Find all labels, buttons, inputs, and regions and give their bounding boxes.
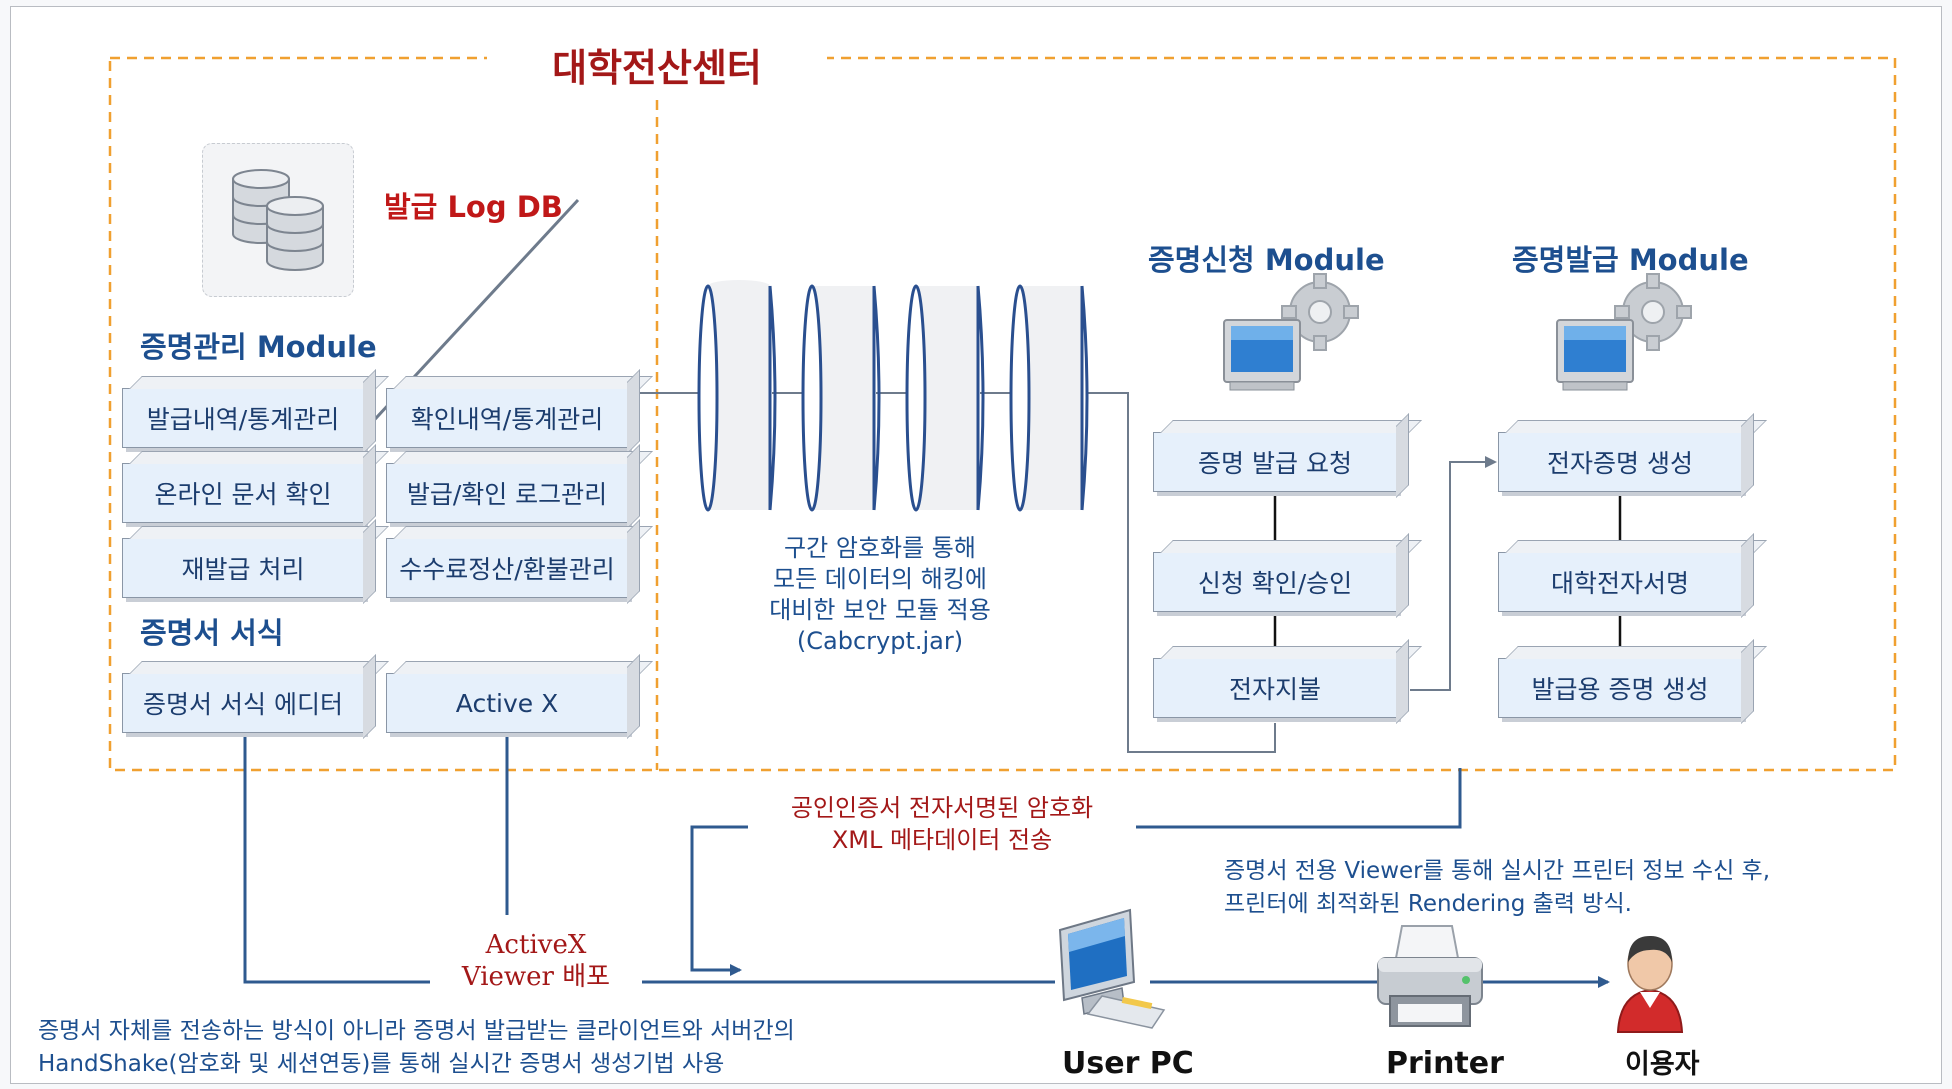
center-title-box: 대학전산센터	[487, 28, 827, 100]
bottom-note: 증명서 자체를 전송하는 방식이 아니라 증명서 발급받는 클라이언트와 서버간…	[38, 1015, 795, 1081]
viewer-note: 증명서 전용 Viewer를 통해 실시간 프린터 정보 수신 후, 프린터에 …	[1224, 855, 1770, 921]
encryption-cylinder-3	[905, 284, 985, 512]
cert-format-label: Active X	[455, 688, 559, 718]
issue-module-title: 증명발급 Module	[1512, 243, 1749, 277]
issue-computer-gear-icon	[1555, 270, 1695, 400]
xml-note-line: XML 메타데이터 전송	[831, 826, 1053, 854]
encryption-note-line: 대비한 보안 모듈 적용	[769, 596, 991, 624]
activex-note-line: ActiveX	[485, 930, 587, 960]
printer-icon	[1372, 918, 1487, 1036]
mgmt-item-log: 발급/확인 로그관리	[386, 463, 628, 523]
encryption-note: 구간 암호화를 통해 모든 데이터의 해킹에 대비한 보안 모듈 적용 (Cab…	[720, 533, 1040, 657]
issue-step-label: 대학전자서명	[1550, 569, 1689, 598]
mgmt-item-confirm-stats: 확인내역/통계관리	[386, 388, 628, 448]
pipeline-to-request-link	[1088, 392, 1276, 753]
mgmt-item-label: 재발급 처리	[181, 555, 305, 584]
center-dashed-boundary	[108, 56, 1897, 772]
encryption-cylinder-2	[801, 284, 881, 512]
editor-to-userpc-line	[243, 735, 1055, 984]
mgmt-item-label: 발급내역/통계관리	[146, 405, 340, 434]
mgmt-item-online-doc: 온라인 문서 확인	[122, 463, 364, 523]
mgmt-item-label: 발급/확인 로그관리	[406, 480, 608, 509]
request-step-label: 신청 확인/승인	[1197, 569, 1353, 598]
cert-format-activex: Active X	[386, 673, 628, 733]
cert-format-label: 증명서 서식 에디터	[143, 690, 343, 719]
cert-format-title: 증명서 서식	[140, 616, 284, 650]
encryption-note-line: 구간 암호화를 통해	[784, 534, 976, 562]
mgmt-item-reissue: 재발급 처리	[122, 538, 364, 598]
bottom-note-line: 증명서 자체를 전송하는 방식이 아니라 증명서 발급받는 클라이언트와 서버간…	[38, 1018, 795, 1044]
issue-step-1: 전자증명 생성	[1498, 432, 1742, 492]
request-step-label: 전자지불	[1228, 675, 1321, 704]
printer-label: Printer	[1386, 1046, 1504, 1081]
xml-note-box: 공인인증서 전자서명된 암호화 XML 메타데이터 전송	[748, 782, 1136, 870]
person-icon	[1616, 936, 1684, 1033]
mgmt-item-issue-stats: 발급내역/통계관리	[122, 388, 364, 448]
viewer-note-line: 프린터에 최적화된 Rendering 출력 방식.	[1224, 891, 1632, 917]
printer-icon-graphic	[1377, 925, 1483, 1027]
request-step-label: 증명 발급 요청	[1198, 449, 1352, 478]
bottom-note-line: HandShake(암호화 및 세션연동)를 통해 실시간 증명서 생성기법 사…	[38, 1051, 725, 1077]
encryption-note-line: 모든 데이터의 해킹에	[773, 565, 987, 593]
issue-step-3: 발급용 증명 생성	[1498, 658, 1742, 718]
mgmt-item-label: 온라인 문서 확인	[154, 480, 332, 509]
issue-step-label: 전자증명 생성	[1547, 449, 1693, 478]
user-pc-icon	[1052, 900, 1172, 1035]
mgmt-item-label: 확인내역/통계관리	[410, 405, 604, 434]
request-module-title: 증명신청 Module	[1148, 243, 1385, 277]
mgmt-item-fee: 수수료정산/환불관리	[386, 538, 628, 598]
computer-gear-icon	[1556, 273, 1692, 391]
request-step-2: 신청 확인/승인	[1153, 552, 1397, 612]
xml-note-line: 공인인증서 전자서명된 암호화	[790, 794, 1094, 822]
viewer-note-line: 증명서 전용 Viewer를 통해 실시간 프린터 정보 수신 후,	[1224, 858, 1771, 884]
request-computer-gear-icon	[1222, 270, 1362, 400]
user-label: 이용자	[1625, 1049, 1700, 1080]
activex-note-box: ActiveX Viewer 배포	[430, 915, 642, 1007]
database-icon-tile	[202, 143, 354, 297]
server-to-userpc-arrow	[690, 768, 1462, 976]
cert-format-editor: 증명서 서식 에디터	[122, 673, 364, 733]
computer-icon	[1058, 908, 1166, 1029]
user-person-icon	[1610, 924, 1690, 1034]
database-icon	[232, 169, 324, 271]
user-pc-label: User PC	[1062, 1046, 1194, 1081]
center-title: 대학전산센터	[552, 45, 762, 90]
payment-to-issue-arrow	[1410, 456, 1497, 691]
encryption-cylinder-4	[1009, 284, 1089, 512]
activex-note-line: Viewer 배포	[461, 962, 611, 992]
request-step-1: 증명 발급 요청	[1153, 432, 1397, 492]
encryption-note-line: (Cabcrypt.jar)	[796, 627, 964, 655]
issue-step-2: 대학전자서명	[1498, 552, 1742, 612]
db-label: 발급 Log DB	[384, 190, 563, 224]
issue-step-label: 발급용 증명 생성	[1531, 675, 1709, 704]
computer-gear-icon	[1223, 273, 1359, 391]
mgmt-item-label: 수수료정산/환불관리	[399, 555, 615, 584]
management-module-title: 증명관리 Module	[140, 330, 377, 364]
request-step-3: 전자지불	[1153, 658, 1397, 718]
encryption-cylinder-1	[697, 280, 777, 512]
